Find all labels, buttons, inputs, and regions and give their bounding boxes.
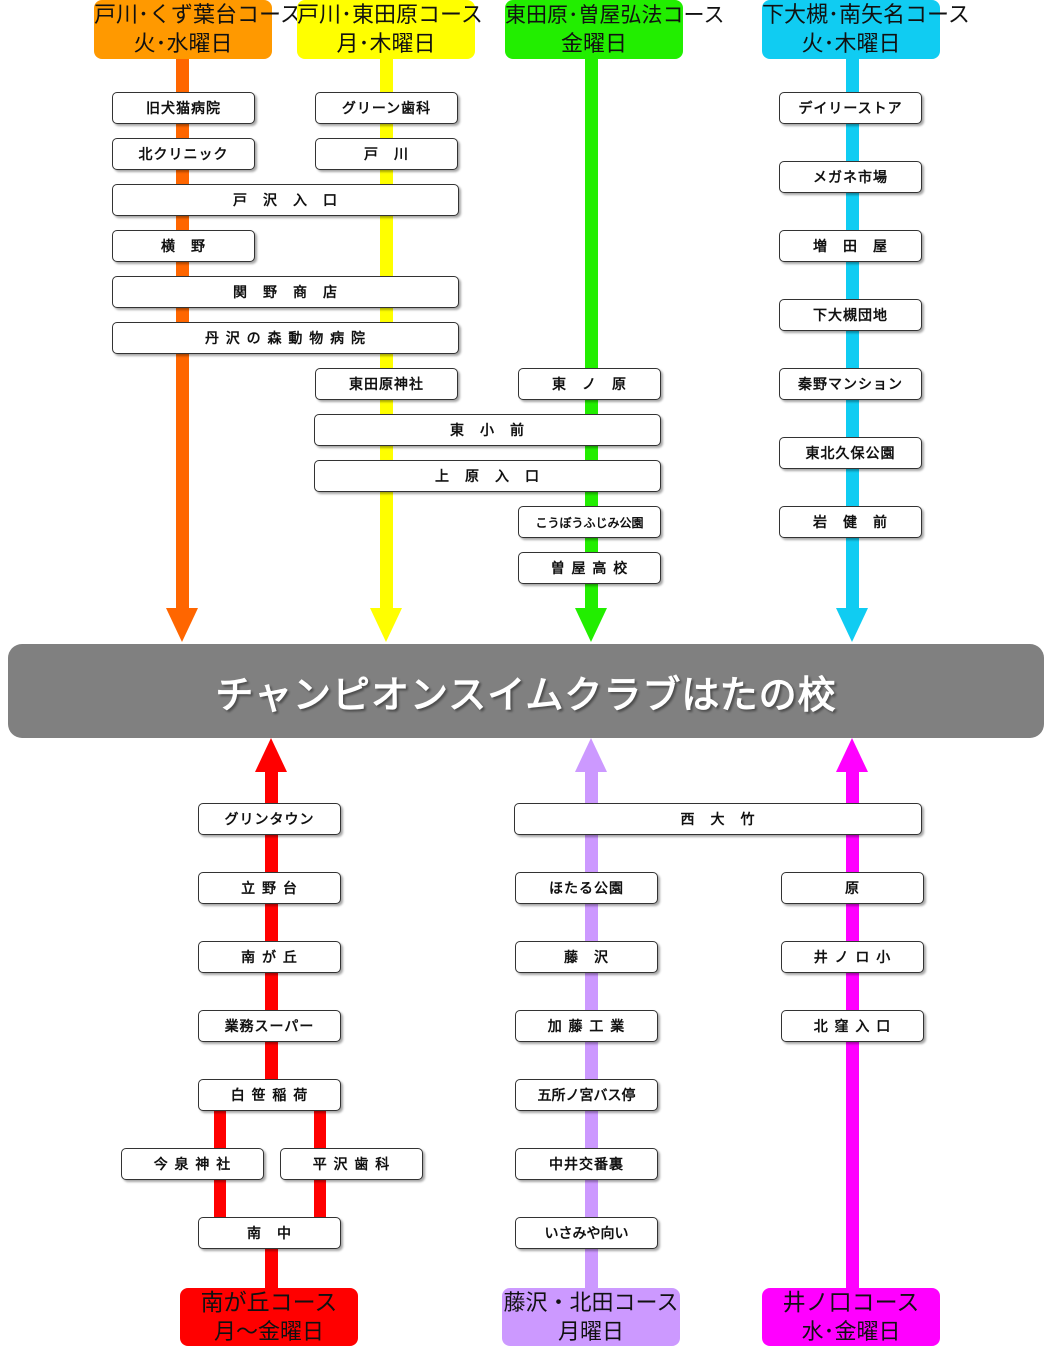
course-footer-inokuchi: 井ノ口コース 水･金曜日	[762, 1288, 940, 1346]
stop: 上 原 入 口	[314, 460, 661, 492]
stop: 藤 沢	[515, 941, 658, 973]
course-name: 井ノ口コース	[782, 1290, 920, 1316]
stop: いさみや向い	[515, 1217, 658, 1249]
stop: 横 野	[112, 230, 255, 262]
school-banner: チャンピオンスイムクラブはたの校	[8, 644, 1044, 738]
course-days: 月･木曜日	[336, 32, 436, 57]
stop: 旧犬猫病院	[112, 92, 255, 124]
stop: 戸 沢 入 口	[112, 184, 459, 216]
school-name: チャンピオンスイムクラブはたの校	[215, 672, 837, 717]
route-line-cyan	[846, 58, 859, 618]
arrow-down-icon	[166, 608, 198, 642]
stop: 加 藤 工 業	[515, 1010, 658, 1042]
stop: 今 泉 神 社	[121, 1148, 264, 1180]
stop: 原	[781, 872, 924, 904]
course-days: 月～金曜日	[213, 1320, 324, 1345]
course-footer-minamigaoka: 南が丘コース 月～金曜日	[180, 1288, 358, 1346]
course-name: 東田原･曽屋弘法コース	[505, 3, 725, 27]
stop: 丹 沢 の 森 動 物 病 院	[112, 322, 459, 354]
stop: 増 田 屋	[779, 230, 922, 262]
stop: 東 小 前	[314, 414, 661, 446]
stop: 中井交番裏	[515, 1148, 658, 1180]
course-name: 戸川･東田原コース	[297, 3, 483, 28]
course-days: 月曜日	[557, 1320, 624, 1345]
course-header-shimoootsuki-minamiyana: 下大槻･南矢名コース 火･木曜日	[762, 0, 970, 59]
course-name: 南が丘コース	[200, 1290, 338, 1316]
stop: 下大槻団地	[779, 299, 922, 331]
course-name: 藤沢・北田コース	[503, 1291, 679, 1316]
course-name: 戸川･くず葉台コース	[94, 3, 302, 28]
course-days: 火･木曜日	[801, 32, 901, 57]
stop: 西 大 竹	[514, 803, 922, 835]
stop: グリンタウン	[198, 803, 341, 835]
arrow-up-icon	[575, 738, 607, 772]
stop: 北クリニック	[112, 138, 255, 170]
arrow-up-icon	[255, 738, 287, 772]
course-header-togawa-kuzuhadai: 戸川･くず葉台コース 火･水曜日	[94, 0, 302, 59]
stop: ほたる公園	[515, 872, 658, 904]
stop: 井 ノ ロ 小	[781, 941, 924, 973]
stop: 五所ノ宮バス停	[515, 1079, 658, 1111]
stop: 秦野マンション	[779, 368, 922, 400]
arrow-down-icon	[575, 608, 607, 642]
stop: 曽 屋 高 校	[518, 552, 661, 584]
course-days: 金曜日	[560, 32, 627, 57]
stop: こうぼうふじみ公園	[518, 506, 661, 538]
stop: グリーン歯科	[315, 92, 458, 124]
route-line-red-bottom	[265, 1240, 278, 1290]
stop: 南 が 丘	[198, 941, 341, 973]
stop: メガネ市場	[779, 161, 922, 193]
course-header-higashitahara-soya: 東田原･曽屋弘法コース 金曜日	[505, 0, 725, 59]
stop: 東田原神社	[315, 368, 458, 400]
course-name: 下大槻･南矢名コース	[762, 3, 970, 28]
stop: 関 野 商 店	[112, 276, 459, 308]
stop: 立 野 台	[198, 872, 341, 904]
course-days: 火･水曜日	[133, 32, 233, 57]
arrow-up-icon	[836, 738, 868, 772]
arrow-down-icon	[370, 608, 402, 642]
course-footer-fujisawa-kitada: 藤沢・北田コース 月曜日	[502, 1288, 680, 1346]
stop: 東北久保公園	[779, 437, 922, 469]
course-days: 水･金曜日	[801, 1320, 901, 1345]
stop: 平 沢 歯 科	[280, 1148, 423, 1180]
stop: 岩 健 前	[779, 506, 922, 538]
stop: 戸 川	[315, 138, 458, 170]
course-header-togawa-higashitahara: 戸川･東田原コース 月･木曜日	[297, 0, 483, 59]
arrow-down-icon	[836, 608, 868, 642]
stop: 東 ノ 原	[518, 368, 661, 400]
stop: 南 中	[198, 1217, 341, 1249]
stop: デイリーストア	[779, 92, 922, 124]
stop: 業務スーパー	[198, 1010, 341, 1042]
stop: 白 笹 稲 荷	[198, 1079, 341, 1111]
stop: 北 窪 入 口	[781, 1010, 924, 1042]
